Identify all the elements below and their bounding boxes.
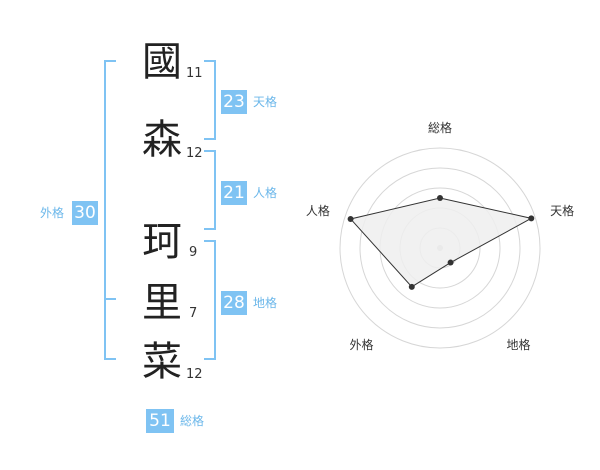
radar-series-polygon [349, 197, 533, 288]
jinkaku-value: 21 [221, 181, 247, 205]
radar-point-5 [347, 215, 354, 222]
radar-axis-label-2: 天格 [550, 203, 574, 218]
gaikaku-bracket [104, 60, 116, 360]
tenkaku-bracket [204, 60, 216, 140]
radar-point-4 [408, 283, 415, 290]
name-char-3: 珂 [142, 219, 182, 265]
radar-ring-4 [359, 167, 521, 329]
radar-axis-label-1: 総格 [428, 120, 452, 135]
radar-ring-5 [339, 147, 541, 349]
tenkaku-value: 23 [221, 90, 247, 114]
stroke-count-1: 11 [186, 66, 203, 81]
jinkaku-bracket [204, 150, 216, 230]
name-char-4: 里 [142, 280, 182, 326]
radar-axis-label-5: 人格 [306, 203, 330, 218]
radar-axis-label-4: 外格 [349, 337, 373, 352]
chikaku-label: 地格 [253, 296, 278, 310]
jinkaku-label: 人格 [253, 186, 278, 200]
radar-point-1 [437, 195, 443, 201]
stroke-count-3: 9 [189, 245, 198, 260]
stroke-count-5: 12 [186, 367, 203, 382]
soukaku-value: 51 [146, 409, 174, 433]
radar-axis-label-3: 地格 [507, 337, 531, 352]
name-char-2: 森 [142, 117, 182, 163]
gaikaku-label: 外格 [40, 206, 65, 220]
chikaku-value: 28 [221, 291, 247, 315]
chikaku-bracket [204, 240, 216, 360]
stroke-count-4: 7 [189, 306, 198, 321]
soukaku-label: 総格 [180, 414, 205, 428]
gaikaku-value: 30 [72, 201, 98, 225]
stroke-count-2: 12 [186, 146, 203, 161]
gaikaku-bracket-divider [104, 298, 116, 300]
radar-point-2 [528, 215, 535, 222]
tenkaku-label: 天格 [253, 95, 278, 109]
name-char-1: 國 [142, 39, 182, 85]
radar-point-3 [447, 259, 454, 266]
name-char-5: 菜 [142, 339, 182, 385]
